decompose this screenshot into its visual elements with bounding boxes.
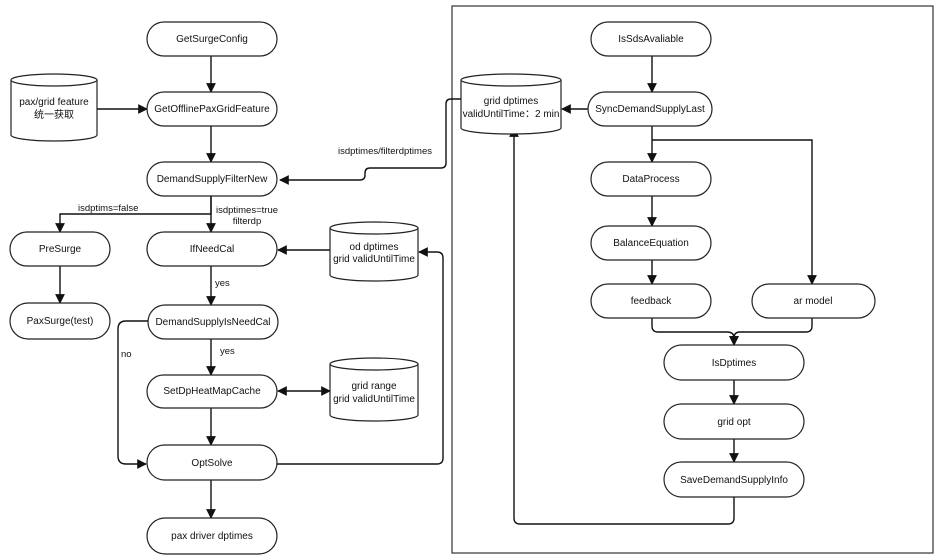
store-grid-dptimes-line1: grid dptimes [484, 96, 538, 107]
node-get-offline-pax-grid-feature [146, 91, 278, 127]
node-is-sds-available [590, 21, 712, 57]
store-pax-grid-feature: pax/grid feature 统一获取 [10, 73, 98, 142]
edge-feedback-to-isdptimes [651, 318, 739, 346]
node-pre-surge [9, 231, 111, 267]
node-sync-label: SyncDemandSupplyLast [595, 104, 705, 115]
node-grid-opt-label: grid opt [717, 417, 751, 428]
node-ar-model [751, 283, 876, 319]
store-grid-range: grid range grid validUntilTime [329, 357, 419, 422]
edge-filter-to-presurge [55, 196, 212, 233]
store-grid-dptimes: grid dptimes validUntilTime：2 min [460, 73, 562, 135]
node-is-dptimes-label: IsDptimes [712, 358, 756, 369]
node-set-dp-heat-map-cache [146, 374, 278, 409]
sds-process-frame [451, 5, 934, 554]
node-grid-opt [663, 403, 805, 440]
node-demand-supply-filter-new [146, 161, 278, 197]
node-pre-surge-label: PreSurge [39, 244, 82, 255]
store-od-dptimes-line1: od dptimes [350, 242, 399, 253]
node-if-need-cal [146, 231, 278, 267]
edge-labels: isdptims=false isdptimes=true filterdp y… [78, 146, 432, 360]
node-pax-surge-test [9, 302, 111, 340]
store-grid-range-line2: grid validUntilTime [333, 394, 415, 405]
node-get-offline-label: GetOfflinePaxGridFeature [154, 104, 270, 115]
edge-optsolve-to-oddptimes [277, 247, 444, 465]
nodes-left: GetSurgeConfig GetOfflinePaxGridFeature … [9, 21, 279, 555]
node-if-need-cal-label: IfNeedCal [190, 244, 234, 255]
node-pax-surge-label: PaxSurge(test) [27, 316, 94, 327]
node-pax-driver-dptimes [146, 517, 278, 555]
label-isdptimes-filterdptimes: isdptimes/filterdptimes [338, 146, 432, 157]
node-sync-demand-supply-last [587, 91, 713, 127]
label-isdptims-false: isdptims=false [78, 203, 138, 214]
node-get-surge-config [146, 21, 278, 57]
node-is-need-cal-label: DemandSupplyIsNeedCal [155, 317, 270, 328]
node-balance-equation [590, 225, 712, 261]
store-grid-range-line1: grid range [351, 381, 396, 392]
label-no: no [121, 349, 132, 360]
edge-save-to-griddptimes [509, 127, 735, 525]
node-save-demand-supply-info [663, 461, 805, 498]
node-opt-solve-label: OptSolve [191, 458, 233, 469]
node-ar-model-label: ar model [794, 296, 833, 307]
nodes-right: IsSdsAvaliable SyncDemandSupplyLast Data… [587, 21, 876, 498]
edge-armodel-to-isdptimes [729, 318, 813, 346]
node-feedback [590, 283, 712, 319]
node-data-process [590, 161, 712, 197]
edge-sync-to-armodel [652, 139, 817, 285]
label-isdptimes-true: isdptimes=true [216, 205, 278, 216]
node-is-sds-label: IsSdsAvaliable [618, 34, 684, 45]
node-data-process-label: DataProcess [622, 174, 679, 185]
node-get-surge-config-label: GetSurgeConfig [176, 34, 248, 45]
store-pax-grid-line1: pax/grid feature [19, 97, 89, 108]
node-set-dp-label: SetDpHeatMapCache [163, 386, 261, 397]
store-od-dptimes: od dptimes grid validUntilTime [329, 221, 419, 282]
node-pax-driver-label: pax driver dptimes [171, 531, 253, 542]
node-balance-label: BalanceEquation [613, 238, 689, 249]
label-yes-1: yes [215, 278, 230, 289]
edges-left [55, 56, 461, 519]
edge-griddptimes-to-filter [279, 98, 461, 185]
node-save-label: SaveDemandSupplyInfo [680, 475, 788, 486]
edges-right [509, 56, 817, 525]
node-filter-label: DemandSupplyFilterNew [157, 174, 268, 185]
store-grid-dptimes-line2: validUntilTime：2 min [463, 109, 560, 120]
node-demand-supply-is-need-cal [147, 304, 279, 340]
store-od-dptimes-line2: grid validUntilTime [333, 254, 415, 265]
label-filterdp: filterdp [233, 216, 262, 227]
store-pax-grid-line2: 统一获取 [34, 108, 74, 121]
edge-isneedcal-no-to-optsolve [117, 320, 148, 469]
label-yes-2: yes [220, 346, 235, 357]
node-feedback-label: feedback [631, 296, 673, 307]
node-opt-solve [146, 444, 278, 481]
node-is-dptimes [663, 344, 805, 381]
